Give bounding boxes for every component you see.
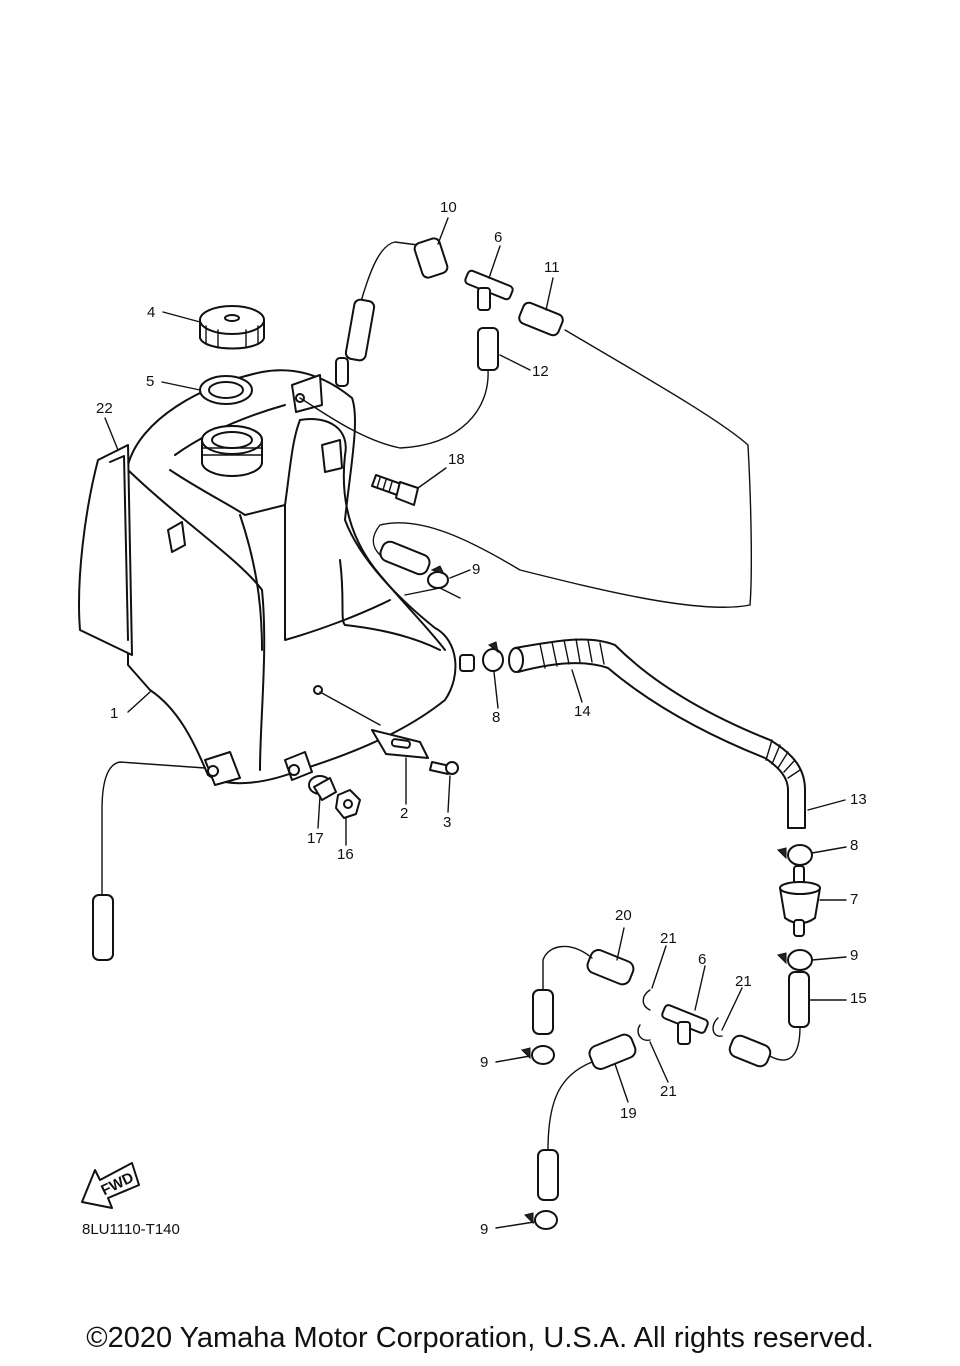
- callout-15: 15: [850, 990, 867, 1007]
- callout-18: 18: [448, 451, 465, 468]
- copyright-notice: ©2020 Yamaha Motor Corporation, U.S.A. A…: [86, 1322, 874, 1354]
- callout-9-bottom: 9: [480, 1221, 488, 1238]
- callout-9-left: 9: [480, 1054, 488, 1071]
- callout-5: 5: [146, 373, 154, 390]
- callout-8-lower: 8: [850, 837, 858, 854]
- tank-protector: [78, 444, 133, 656]
- callout-2: 2: [400, 805, 408, 822]
- callout-8: 8: [492, 709, 500, 726]
- nut-16: [335, 789, 361, 819]
- callout-6: 6: [494, 229, 502, 246]
- bolt-18: [371, 474, 419, 506]
- callout-21-b: 21: [735, 973, 752, 990]
- leader-lines: [104, 217, 847, 1229]
- callout-9-upper: 9: [472, 561, 480, 578]
- fuel-tank: [127, 357, 475, 786]
- callout-16: 16: [337, 846, 354, 863]
- callout-11: 11: [544, 259, 560, 276]
- callout-17: 17: [307, 830, 324, 847]
- callout-6-lower: 6: [698, 951, 706, 968]
- hose-and-clamp-9-upper: [379, 540, 461, 599]
- callout-10: 10: [440, 199, 457, 216]
- callout-3: 3: [443, 814, 451, 831]
- callout-20: 20: [615, 907, 632, 924]
- fuel-filter-line: [767, 844, 821, 1061]
- callout-19: 19: [620, 1105, 637, 1122]
- callout-22: 22: [96, 400, 113, 417]
- fuel-hose-14: [482, 638, 806, 829]
- callout-9-right: 9: [850, 947, 858, 964]
- callout-1: 1: [110, 705, 118, 722]
- fuel-tank-exploded-diagram: FWD 10 6 11 4 1: [78, 199, 867, 1238]
- callout-labels: 10 6 11 4 12 5 22 18 9 8 14 1 13 2 3 17 …: [96, 199, 867, 1238]
- callout-7: 7: [850, 891, 858, 908]
- vent-hose-assembly-upper: [299, 237, 753, 608]
- callout-21-c: 21: [660, 1083, 677, 1100]
- drain-hose-left: [92, 761, 206, 961]
- lower-vent-assembly: [521, 945, 772, 1230]
- callout-13: 13: [850, 791, 867, 808]
- callout-12: 12: [532, 363, 549, 380]
- drawing-code: 8LU1110-T140: [82, 1221, 180, 1238]
- collar-17: [308, 775, 337, 801]
- screw-3: [429, 761, 459, 775]
- forward-direction-arrow: FWD: [81, 1162, 140, 1209]
- callout-4: 4: [147, 304, 155, 321]
- bracket-2: [319, 691, 429, 759]
- callout-21-a: 21: [660, 930, 677, 947]
- tank-cap: [199, 305, 265, 350]
- callout-14: 14: [574, 703, 591, 720]
- cap-gasket: [199, 375, 253, 405]
